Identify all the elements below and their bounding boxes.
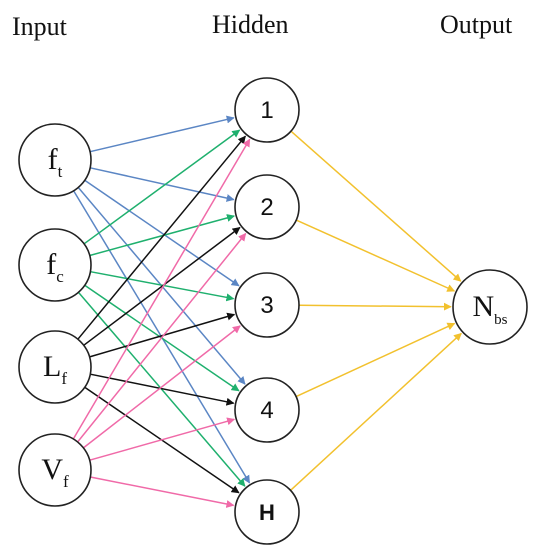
edge-hH-to-nbs <box>290 332 462 491</box>
hidden-column-title: Hidden <box>212 10 289 39</box>
input-node-ft-label: ft <box>48 143 63 181</box>
edge-fc-to-h2 <box>89 214 235 257</box>
hidden-node-h1: 1 <box>234 77 300 143</box>
edge-fc-to-h1 <box>83 129 241 245</box>
hidden-node-h3: 3 <box>234 272 300 338</box>
edge-Vf-to-hH <box>90 476 235 508</box>
edge-h1-to-nbs <box>290 130 462 282</box>
hidden-node-h2-label: 2 <box>260 194 273 221</box>
edge-h4-to-nbs <box>295 322 456 398</box>
output-node-nbs-label: Nbs <box>472 290 507 328</box>
hidden-node-h4: 4 <box>234 377 300 443</box>
edge-ft-to-h3 <box>84 179 240 287</box>
hidden-node-h4-label: 4 <box>260 397 273 424</box>
input-node-Vf-label: Vf <box>41 453 69 491</box>
edge-fc-to-h3 <box>90 270 235 302</box>
edge-Lf-to-h4 <box>90 373 235 406</box>
edge-Vf-to-h3 <box>82 325 241 449</box>
edges-layer <box>72 115 462 508</box>
input-node-fc-label: fc <box>46 248 64 286</box>
input-column-title: Input <box>12 12 67 41</box>
edge-Lf-to-h3 <box>89 312 236 358</box>
edge-Vf-to-h4 <box>89 417 236 461</box>
hidden-node-h2: 2 <box>234 174 300 240</box>
input-node-Lf-label: Lf <box>43 350 67 388</box>
output-node-nbs: Nbs <box>452 269 528 345</box>
output-column-title: Output <box>440 10 513 39</box>
edge-Vf-to-h2 <box>77 232 247 443</box>
input-node-ft: ft <box>18 123 92 197</box>
input-node-Vf: Vf <box>18 433 92 507</box>
hidden-node-hH-label: H <box>259 500 275 525</box>
edge-h2-to-nbs <box>295 219 456 292</box>
edge-ft-to-h1 <box>89 115 235 153</box>
edge-Vf-to-h1 <box>72 138 251 440</box>
input-node-fc: fc <box>18 228 92 302</box>
hidden-node-hH: H <box>234 479 300 545</box>
input-node-Lf: Lf <box>18 330 92 404</box>
edge-h3-to-nbs <box>298 302 452 311</box>
edge-Lf-to-h2 <box>83 226 241 346</box>
hidden-node-h1-label: 1 <box>260 97 273 124</box>
hidden-node-h3-label: 3 <box>260 292 273 319</box>
edge-ft-to-h2 <box>89 167 235 202</box>
edge-Lf-to-h1 <box>77 135 246 340</box>
